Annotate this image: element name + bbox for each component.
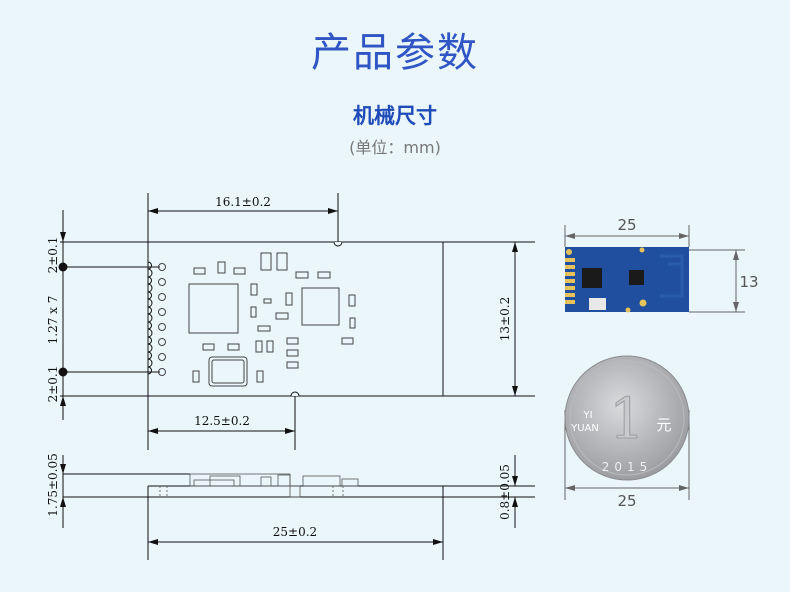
page-title: 产品参数 xyxy=(311,30,479,76)
coin-yuan-text: YUAN xyxy=(570,423,599,434)
top-view xyxy=(58,193,535,450)
coin-year-text: 2015 xyxy=(602,460,653,474)
pin-pitch-dimension: 1.27 x 7 xyxy=(46,296,60,345)
coin-yi-text: YI xyxy=(582,410,592,421)
length-dimension: 25±0.2 xyxy=(273,525,317,539)
coin-photo: 1 YI YUAN 元 2015 xyxy=(564,355,690,481)
height-dimension: 13±0.2 xyxy=(498,297,512,341)
pin-pads xyxy=(158,263,166,376)
pin-offset-bottom-dimension: 2±0.1 xyxy=(46,366,60,403)
notch-position-dimension: 12.5±0.2 xyxy=(194,414,250,428)
coin-denomination: 1 xyxy=(609,387,645,452)
coin-yuan-cn-text: 元 xyxy=(656,416,671,434)
coin-width-label: 25 xyxy=(617,492,636,510)
pcb-thickness-dimension: 0.8±0.05 xyxy=(498,464,512,520)
top-width-dimension: 16.1±0.2 xyxy=(215,195,271,209)
module-width-label: 25 xyxy=(617,216,636,234)
pin-offset-top-dimension: 2±0.1 xyxy=(46,237,60,274)
components xyxy=(188,252,356,387)
unit-note: (单位：mm) xyxy=(349,138,441,157)
module-photo xyxy=(565,247,689,313)
side-view xyxy=(60,455,535,560)
section-title: 机械尺寸 xyxy=(353,104,437,128)
total-thickness-dimension: 1.75±0.05 xyxy=(46,453,60,517)
module-height-label: 13 xyxy=(739,273,758,291)
